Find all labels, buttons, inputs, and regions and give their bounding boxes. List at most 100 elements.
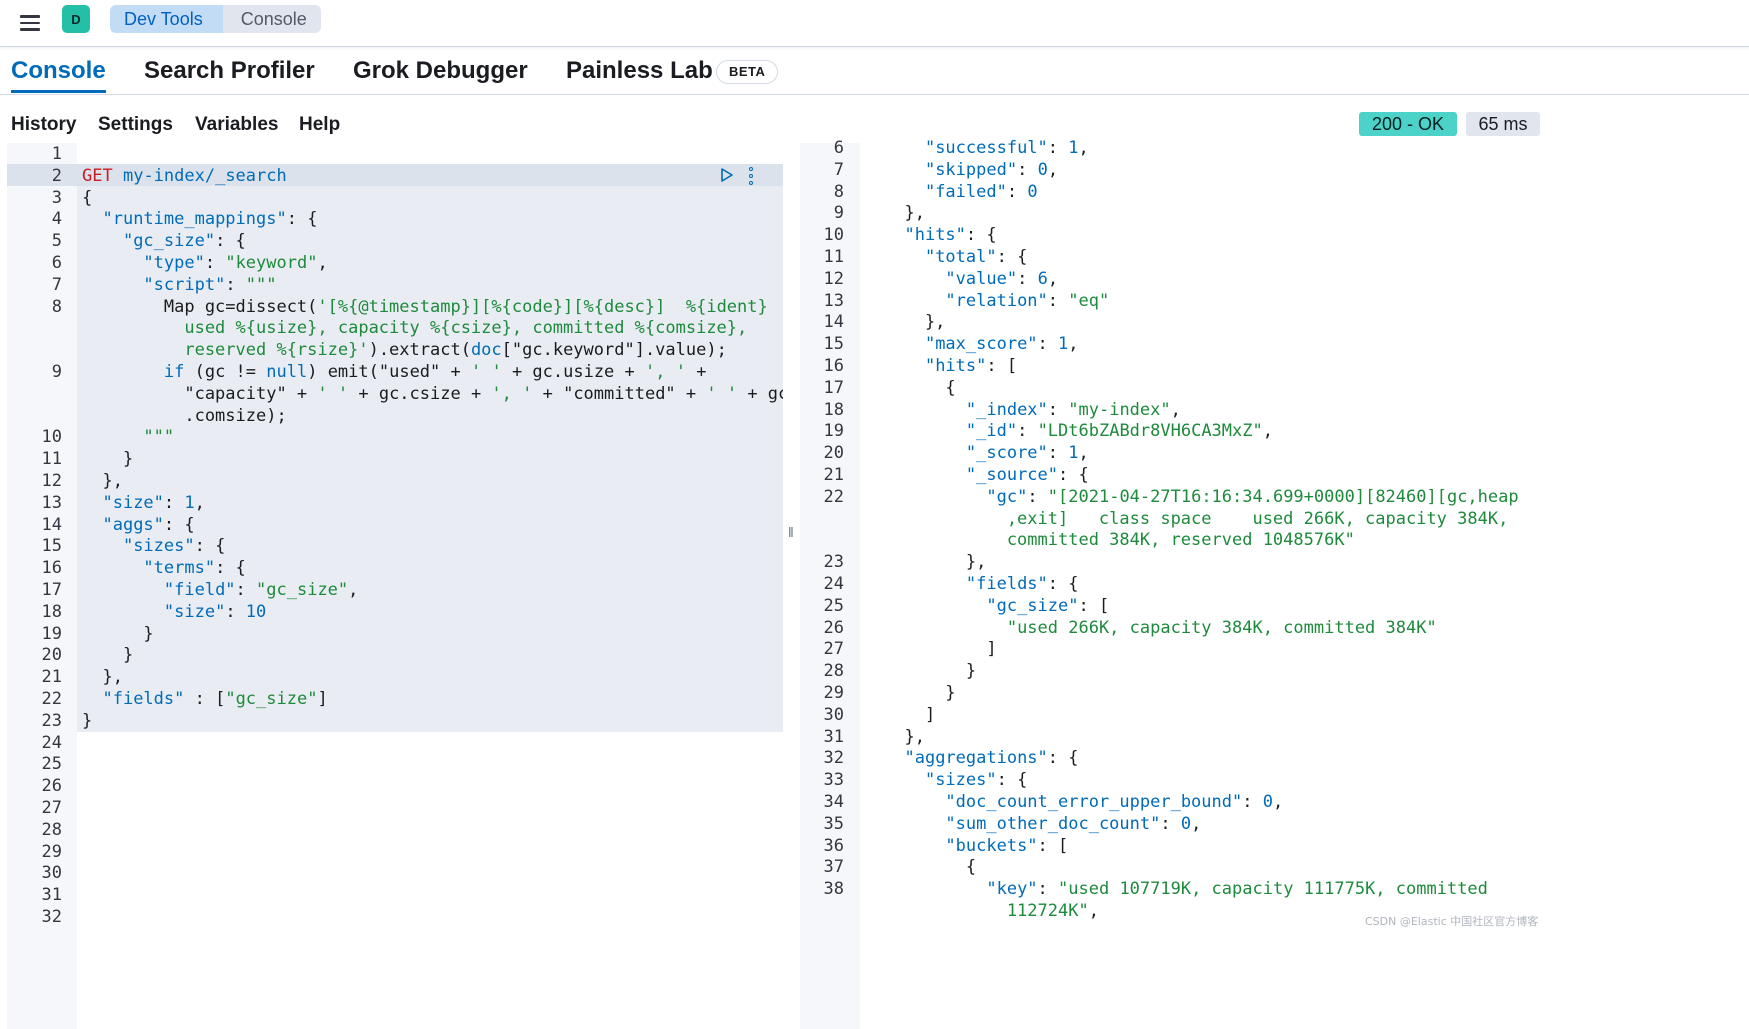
code-line: used %{usize}, capacity %{csize}, commit… — [82, 318, 748, 339]
code-line: if (gc != null) emit("used" + ' ' + gc.u… — [163, 362, 707, 382]
code-line: "hits": [ — [924, 356, 1018, 376]
line-number: 20 — [41, 645, 62, 666]
line-number: 25 — [41, 754, 62, 775]
code-line: "used 266K, capacity 384K, committed 384… — [1006, 617, 1437, 638]
line-number: 26 — [823, 617, 844, 638]
line-number: 6 — [51, 253, 62, 273]
line-number: 5 — [51, 231, 62, 252]
history-button[interactable]: History — [11, 114, 77, 135]
settings-button[interactable]: Settings — [98, 114, 173, 135]
code-line: "_id": "LDt6bZABdr8VH6CA3MxZ", — [965, 421, 1273, 442]
line-number: 30 — [823, 704, 844, 725]
tab-bar: Console Search Profiler Grok Debugger Pa… — [0, 48, 1749, 95]
code-line: "capacity" + ' ' + gc.csize + ', ' + "co… — [82, 383, 789, 404]
code-line: "script": """ — [143, 274, 277, 295]
line-number: 14 — [41, 514, 62, 535]
code-line: "key": "used 107719K, capacity 111775K, … — [986, 879, 1488, 900]
code-line: }, — [82, 667, 123, 688]
line-number: 6 — [833, 138, 844, 158]
line-number: 15 — [41, 536, 62, 557]
tab-search-profiler[interactable]: Search Profiler — [144, 57, 315, 84]
code-line: ] — [884, 704, 936, 725]
code-line: reserved %{rsize}').extract(doc["gc.keyw… — [82, 340, 727, 361]
code-line: Map gc=dissect('[%{@timestamp}][%{code}]… — [82, 296, 768, 317]
code-line: "aggs": { — [102, 514, 195, 535]
line-number: 16 — [41, 558, 62, 579]
line-number: 8 — [833, 181, 844, 202]
code-line: "successful": 1, — [924, 138, 1089, 158]
code-line: }, — [884, 312, 946, 333]
request-highlight — [77, 164, 783, 732]
line-number: 33 — [823, 770, 844, 791]
line-number: 37 — [823, 857, 844, 878]
code-line: } — [82, 449, 134, 470]
help-button[interactable]: Help — [299, 114, 341, 135]
line-number: 1 — [51, 144, 62, 164]
response-gutter — [800, 143, 860, 1029]
menu-icon[interactable] — [20, 10, 46, 36]
code-line: "buckets": [ — [945, 835, 1069, 856]
top-header: D Dev Tools Console — [0, 0, 1749, 47]
resize-grip-icon[interactable]: ‖ — [788, 524, 794, 540]
line-number: 11 — [823, 247, 844, 267]
line-number: 29 — [823, 683, 844, 703]
response-editor[interactable]: 6 "successful": 1,7 "skipped": 0,8 "fail… — [800, 138, 1540, 1029]
tab-console[interactable]: Console — [11, 57, 106, 93]
code-line: } — [82, 645, 134, 666]
code-line: "sum_other_doc_count": 0, — [945, 813, 1202, 834]
line-number: 9 — [51, 362, 62, 382]
line-number: 27 — [823, 639, 844, 660]
code-line: "failed": 0 — [924, 181, 1038, 202]
more-actions-icon[interactable] — [747, 167, 755, 185]
line-number: 24 — [41, 732, 62, 753]
avatar[interactable]: D — [62, 5, 90, 33]
line-number: 31 — [41, 885, 62, 906]
code-line: .comsize); — [82, 405, 287, 426]
tab-painless-lab[interactable]: Painless Lab — [566, 57, 713, 84]
code-line: }, — [884, 726, 925, 747]
code-line: }, — [82, 471, 123, 491]
breadcrumb-dev-tools[interactable]: Dev Tools — [110, 5, 223, 33]
line-number: 22 — [41, 689, 62, 709]
code-line: ,exit] class space used 266K, capacity 3… — [884, 508, 1509, 529]
breadcrumb-console: Console — [222, 5, 321, 33]
line-number: 7 — [51, 274, 62, 295]
code-line: "hits": { — [904, 225, 997, 246]
code-line: "size": 1, — [102, 492, 205, 513]
line-number: 21 — [823, 465, 844, 485]
line-number: 27 — [41, 798, 62, 818]
line-number: 36 — [823, 835, 844, 856]
code-line: "_source": { — [965, 465, 1089, 485]
line-number: 31 — [823, 726, 844, 747]
variables-button[interactable]: Variables — [195, 114, 279, 135]
code-line: "field": "gc_size", — [163, 580, 359, 600]
code-line: "fields" : ["gc_size"] — [102, 689, 328, 709]
run-request-icon[interactable] — [719, 167, 735, 183]
code-line: "relation": "eq" — [945, 290, 1110, 311]
line-number: 29 — [41, 841, 62, 862]
code-line: """ — [143, 427, 175, 448]
line-number: 21 — [41, 667, 62, 688]
line-number: 12 — [823, 268, 844, 289]
line-number: 19 — [41, 623, 62, 644]
line-number: 34 — [823, 792, 844, 812]
line-number: 28 — [823, 661, 844, 682]
pane-resizer[interactable] — [783, 143, 800, 1029]
line-number: 16 — [823, 356, 844, 376]
code-line: ] — [884, 639, 997, 660]
timing-badge: 65 ms — [1466, 112, 1540, 136]
code-line: "gc_size": [ — [986, 595, 1110, 616]
status-badge: 200 - OK — [1359, 112, 1457, 136]
code-line: "_index": "my-index", — [965, 399, 1181, 420]
line-number: 14 — [823, 312, 844, 333]
breadcrumb: Dev Tools Console — [110, 5, 321, 33]
line-number: 13 — [823, 290, 844, 311]
line-number: 11 — [41, 449, 62, 470]
line-number: 32 — [823, 748, 844, 769]
line-number: 15 — [823, 334, 844, 355]
code-line: GET my-index/_search — [82, 165, 287, 186]
tab-grok-debugger[interactable]: Grok Debugger — [353, 57, 528, 84]
line-number: 23 — [823, 552, 844, 573]
code-line: { — [82, 187, 93, 208]
